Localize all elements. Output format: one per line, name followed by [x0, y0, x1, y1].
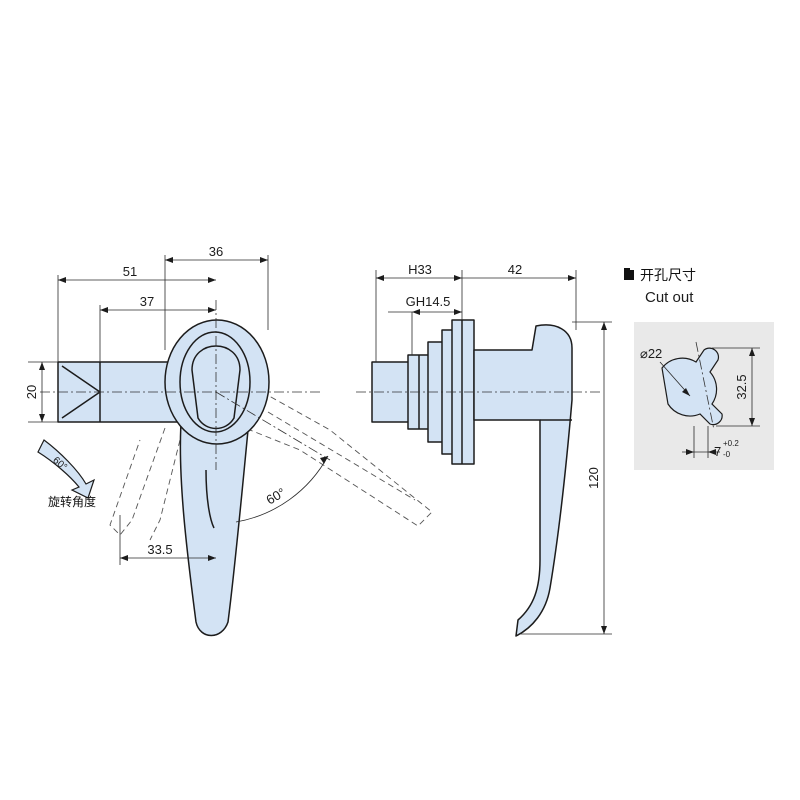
dim-51: 51	[57, 264, 216, 362]
curved-arrow-icon	[37, 439, 96, 499]
dim-label: 7	[714, 444, 721, 459]
front-view: 36 51 37 20	[24, 244, 433, 637]
dim-120: 120	[520, 321, 612, 635]
dim-37: 37	[99, 294, 216, 362]
side-handle	[473, 324, 573, 637]
dim-33-5: 33.5	[119, 515, 216, 565]
handle-recess	[191, 345, 241, 430]
dim-label: H33	[408, 262, 432, 277]
rotated-handle-outline	[109, 391, 433, 541]
handle-head-inner	[179, 331, 251, 433]
dim-label: 32.5	[734, 374, 749, 399]
rotation-centerline	[215, 391, 331, 461]
dim-20: 20	[24, 361, 58, 423]
dim-label: GH14.5	[406, 294, 451, 309]
cutout-centerline	[695, 341, 715, 431]
dim-32-5: 32.5	[712, 347, 760, 427]
dim-label: ⌀22	[640, 346, 662, 361]
dim-label: 42	[508, 262, 522, 277]
handle-lever	[179, 409, 251, 637]
cutout-hole	[661, 347, 723, 426]
rotation-indicator: 60° 旋转角度	[37, 439, 96, 509]
dim-36: 36	[164, 244, 269, 350]
cutout-title-en: Cut out	[645, 289, 694, 306]
cutout-title-cn: 开孔尺寸	[640, 268, 696, 284]
rotation-angle: 60°	[235, 455, 329, 523]
dim-diameter: ⌀22	[640, 346, 691, 397]
dim-label: 120	[586, 467, 601, 489]
dim-label: 37	[140, 294, 154, 309]
side-view: H33 GH14.5 42 120	[356, 262, 612, 637]
dim-label: 33.5	[147, 542, 172, 557]
dim-label: 20	[24, 385, 39, 399]
handle-ridge	[205, 469, 215, 529]
rotation-caption: 旋转角度	[48, 494, 96, 509]
dim-label: 51	[123, 264, 137, 279]
dim-slot: 7 +0.2 -0	[682, 426, 739, 459]
dim-42: 42	[462, 262, 577, 330]
tolerance-lower: -0	[723, 450, 731, 459]
dim-gh14-5: GH14.5	[388, 294, 462, 355]
title-square-icon	[624, 270, 634, 280]
angle-label: 60°	[263, 485, 288, 508]
dim-label: 36	[209, 244, 223, 259]
tolerance-upper: +0.2	[723, 439, 739, 448]
cutout-panel: 开孔尺寸 Cut out ⌀22 32.5 7	[624, 268, 774, 470]
